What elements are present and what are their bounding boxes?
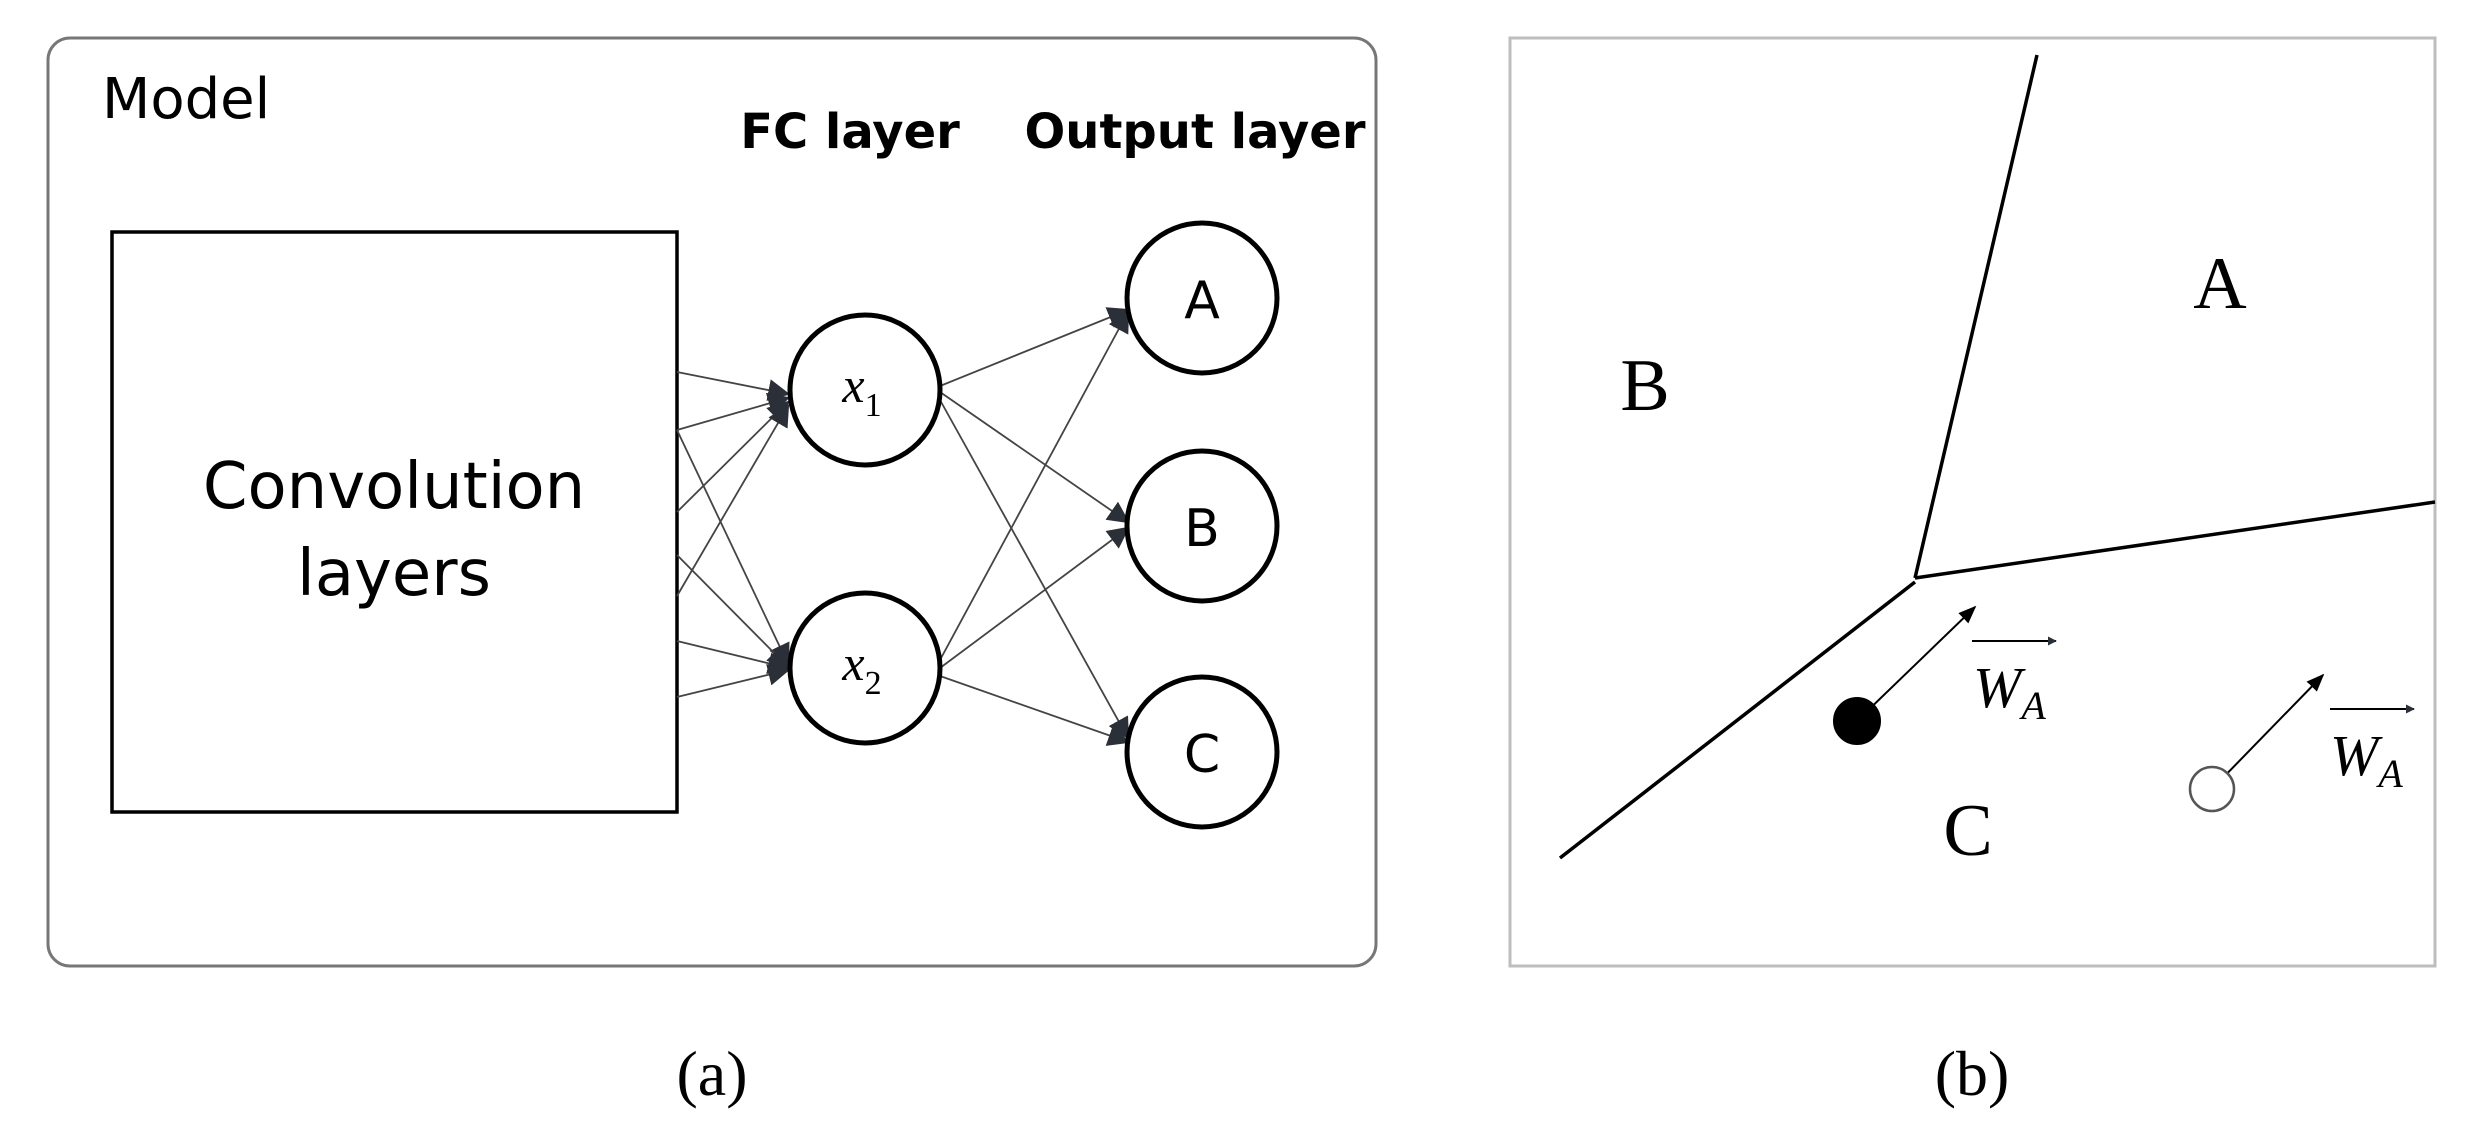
output-node-b: B: [1124, 448, 1280, 604]
fc-node-var: x: [841, 357, 864, 413]
hollow-point: [2188, 765, 2236, 813]
weight-label-var: W: [1973, 655, 2026, 720]
output-node-label: A: [1184, 271, 1220, 331]
caption-b: (b): [1935, 1038, 2010, 1109]
connection-edge: [676, 400, 790, 513]
panel-b: A B C WA WA (b): [1508, 36, 2437, 1109]
conv-label-line1: Convolution: [203, 450, 585, 524]
weight-label-var: W: [2330, 723, 2383, 788]
fc-node-x2: x2: [787, 590, 943, 746]
weight-arrow: [1857, 605, 1977, 721]
model-frame: [46, 36, 1378, 968]
connection-edge: [939, 307, 1131, 387]
fc-node-sub: 2: [865, 665, 882, 702]
output-node-label: C: [1184, 725, 1220, 785]
connection-edge: [676, 404, 790, 597]
boundary-line-bc: [1558, 580, 1917, 860]
svg-text:WA: WA: [2330, 723, 2403, 796]
boundary-line-ac: [1914, 500, 2436, 580]
decision-boundaries: [1558, 54, 2436, 860]
weight-label-sub: A: [2018, 683, 2046, 728]
panel-a: Model FC layer Output layer Convolution …: [46, 36, 1378, 1109]
region-label-c: C: [1943, 790, 1992, 872]
fc-node-circle: [787, 312, 943, 468]
fc-node-sub: 1: [865, 387, 882, 424]
output-node-a: A: [1124, 220, 1280, 376]
output-node-circle: [1124, 674, 1280, 830]
fc-node-var: x: [841, 635, 864, 691]
fc-layer-header: FC layer: [740, 104, 960, 160]
fc-node-x1: x1: [787, 312, 943, 468]
svg-text:x1: x1: [841, 357, 881, 424]
output-node-label: B: [1184, 499, 1220, 559]
filled-point: [1833, 697, 1881, 745]
region-label-b: B: [1620, 345, 1669, 427]
output-node-circle: [1124, 448, 1280, 604]
convolution-box: [110, 230, 679, 814]
output-layer-header: Output layer: [1025, 104, 1366, 160]
connection-edge: [939, 675, 1131, 746]
fc-node-circle: [787, 590, 943, 746]
region-label-a: A: [2193, 243, 2246, 325]
svg-text:WA: WA: [1973, 655, 2046, 728]
weight-arrow: [2212, 673, 2325, 789]
hollow-point-group: WA: [2188, 673, 2415, 813]
connection-edge: [939, 399, 1130, 740]
caption-a: (a): [676, 1038, 747, 1109]
weight-label-sub: A: [2375, 751, 2403, 796]
connection-edge: [676, 392, 791, 431]
connection-edge: [939, 526, 1130, 669]
svg-text:x2: x2: [841, 635, 881, 702]
connection-edge: [939, 391, 1130, 524]
conv-to-fc-connections: [676, 371, 791, 698]
connection-edge: [676, 554, 790, 669]
connection-edge: [676, 429, 790, 666]
output-node-circle: [1124, 220, 1280, 376]
conv-label-line2: layers: [297, 537, 491, 611]
model-label: Model: [102, 67, 270, 132]
connection-edge: [676, 371, 791, 401]
output-node-c: C: [1124, 674, 1280, 830]
filled-point-group: WA: [1833, 605, 2057, 745]
fc-to-output-connections: [939, 307, 1131, 746]
connection-edge: [676, 640, 791, 675]
connection-edge: [676, 663, 791, 698]
connection-edge: [939, 310, 1130, 661]
boundary-line-ab: [1913, 54, 2039, 579]
